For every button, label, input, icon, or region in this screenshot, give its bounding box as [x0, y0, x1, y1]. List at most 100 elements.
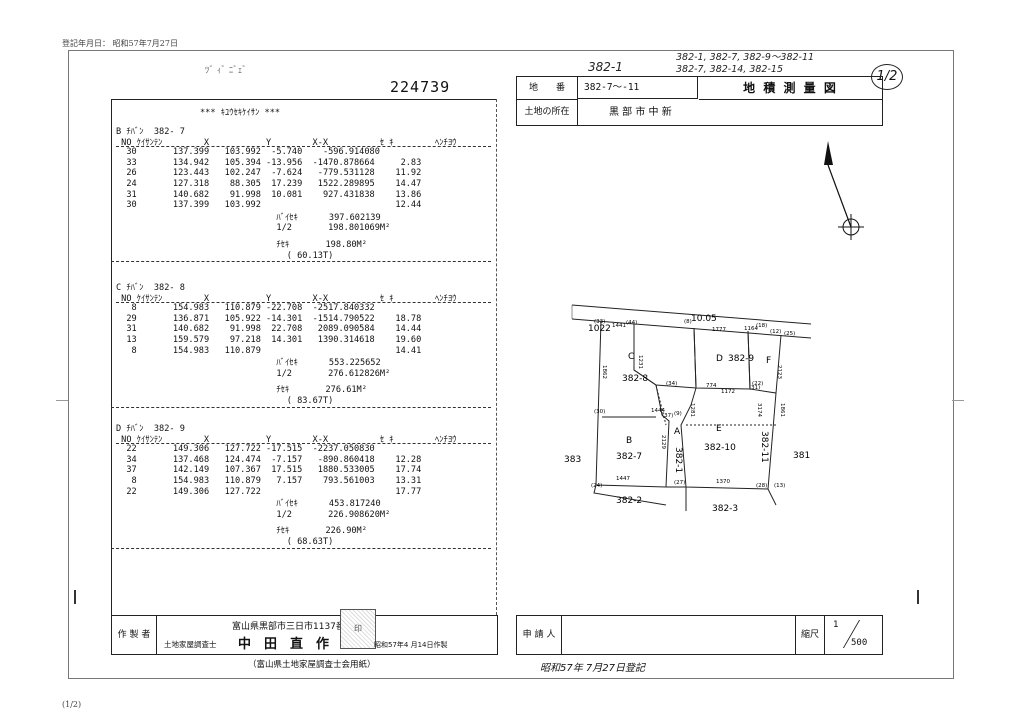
- survey-point-label: (30): [594, 409, 605, 415]
- calc-column-header: NO ｹｲｻﾝﾃﾝ X Y X-X ｾ ｷ ﾍﾝﾁﾖｳ: [116, 434, 457, 445]
- parcel-lot-382-11: 382-11: [759, 431, 769, 463]
- calc-divider: [116, 443, 491, 445]
- parcel-lot-c: 382-8: [622, 374, 648, 384]
- handwritten-lot: 382-1: [588, 60, 623, 74]
- calc-half: 1/2 198.801069M²: [116, 223, 391, 234]
- neighbor-382-2: 382-2: [616, 496, 642, 506]
- parcel-letter-b: B: [626, 436, 632, 446]
- calc-row: 8 154.983 110.879 14.41: [116, 345, 422, 356]
- dimension-label: 1862: [601, 365, 607, 379]
- dimension-label: 3174: [756, 403, 762, 417]
- dimension-label: 1441: [612, 323, 626, 329]
- dimension-label: 1861: [779, 403, 785, 417]
- location-label: 土地の所在: [517, 100, 578, 125]
- surveyor-address: 富山県黒部市三日市1137番地: [232, 622, 354, 632]
- road: [571, 304, 812, 339]
- made-date: 昭和57年4 月14日作製: [374, 641, 448, 649]
- survey-point-label: (25): [784, 331, 795, 337]
- north-arrow: [824, 141, 864, 240]
- calc-column-header: NO ｹｲｻﾝﾃﾝ X Y X-X ｾ ｷ ﾍﾝﾁﾖｳ: [116, 137, 457, 148]
- parcel-lot-a: 382-1: [673, 447, 683, 473]
- calc-row: 31 140.682 91.998 22.708 2089.090584 14.…: [116, 324, 422, 335]
- calc-section-name: C ﾁﾊﾞﾝ 382- 8: [116, 283, 185, 293]
- calc-row: 33 134.942 105.394 -13.956 -1470.878664 …: [116, 157, 422, 168]
- location-value: 黒 部 市 中 新: [609, 107, 672, 118]
- dimension-label: 1370: [716, 479, 730, 485]
- parcel-lines: [593, 320, 782, 511]
- calc-row: 34 137.468 124.474 -7.157 -890.860418 12…: [116, 454, 422, 465]
- parcel-lot-b: 382-7: [616, 452, 642, 462]
- calc-tsubo: ( 60.13T): [116, 250, 334, 261]
- scale-top: 1: [833, 620, 839, 630]
- dimension-label: 1444: [651, 408, 665, 414]
- surveyor-title: 土地家屋調査士: [164, 640, 217, 649]
- calc-section-divider: [111, 261, 491, 263]
- dimension-label: 1281: [689, 403, 695, 417]
- calc-row: 8 154.983 110.879 7.157 793.561003 13.31: [116, 475, 422, 486]
- handwritten-note-line1: 382-1, 382-7, 382-9～382-11: [676, 52, 815, 63]
- right-tick: [952, 400, 964, 401]
- calc-panel: [111, 99, 497, 616]
- calc-half: 1/2 226.908620M²: [116, 509, 391, 520]
- survey-point-label: (13): [774, 483, 785, 489]
- calc-baiseki: ﾊﾞｲｾｷ 553.225652: [116, 358, 381, 369]
- neighbor-1022: 1022: [588, 324, 611, 334]
- calc-section-divider: [111, 406, 491, 408]
- survey-point-label: (34): [666, 381, 677, 387]
- dimension-label: 1172: [721, 389, 735, 395]
- dimension-label: 1447: [616, 476, 630, 482]
- survey-point-label: (24): [591, 483, 602, 489]
- calc-row: 8 154.983 110.879 -22.708 -2517.840332: [116, 303, 375, 314]
- dimension-label: 1777: [712, 327, 726, 333]
- calc-row: 22 149.306 127.722 -17.515 -2237.050830: [116, 444, 375, 455]
- survey-point-label: (44): [626, 320, 637, 326]
- handwritten-note-line2: 382-7, 382-14, 382-15: [676, 64, 783, 75]
- parcel-lot-d: 382-9: [728, 354, 754, 364]
- calc-section: C ﾁﾊﾞﾝ 382- 8 NO ｹｲｻﾝﾃﾝ X Y X-X ｾ ｷ ﾍﾝﾁﾖ…: [111, 283, 491, 408]
- outer-frame: [68, 50, 954, 679]
- parcel-letter-a: A: [674, 427, 681, 437]
- scale-bottom: 500: [851, 638, 868, 648]
- lot-label: 地 番: [517, 77, 578, 100]
- neighbor-381: 381: [793, 451, 810, 461]
- handwritten-note: 382-1, 382-7, 382-9～382-11 382-7, 382-14…: [676, 52, 814, 76]
- calc-section-divider: [111, 547, 491, 549]
- survey-point-label: (12): [770, 329, 781, 335]
- calc-row: 26 123.443 102.247 -7.624 -779.531128 11…: [116, 168, 422, 179]
- calc-tsubo: ( 68.63T): [116, 536, 334, 547]
- survey-point-label: (31): [749, 385, 760, 391]
- calc-row: 22 149.306 127.722 17.77: [116, 486, 422, 497]
- top-scribble: ﾂﾞ ｨﾞ ﾆﾞｪﾞ: [205, 66, 247, 76]
- left-mark: [74, 590, 76, 604]
- survey-map: 1022 383 381 382-2 382-3 10.05 C 382-8 D…: [564, 141, 864, 514]
- calc-section: B ﾁﾊﾞﾝ 382- 7 NO ｹｲｻﾝﾃﾝ X Y X-X ｾ ｷ ﾍﾝﾁﾖ…: [111, 127, 491, 263]
- survey-point-label: (27): [674, 480, 685, 486]
- calc-row: 13 159.579 97.218 14.301 1390.314618 19.…: [116, 334, 422, 345]
- title-box: 地 番 382-7～-11 地 積 測 量 図 土地の所在 黒 部 市 中 新: [516, 76, 883, 126]
- dimension-label: 2123: [776, 365, 782, 379]
- calc-section-name: B ﾁﾊﾞﾝ 382- 7: [116, 127, 185, 137]
- calc-area: ﾁｾｷ 226.90M²: [116, 526, 367, 537]
- right-mark: [917, 590, 919, 604]
- registered-date: 昭和57年 7月27日登記: [540, 663, 645, 674]
- document-number: 224739: [390, 78, 451, 96]
- calc-baiseki: ﾊﾞｲｾｷ 397.602139: [116, 212, 381, 223]
- road-width-label: 10.05: [691, 314, 717, 324]
- calc-section-name: D ﾁﾊﾞﾝ 382- 9: [116, 424, 185, 434]
- neighbor-383: 383: [564, 455, 581, 465]
- calc-row: 30 137.399 103.992 -5.740 -596.914080: [116, 147, 380, 158]
- surveyor-label: 作 製 者: [112, 616, 157, 654]
- sheet-number: 1/2: [871, 64, 903, 90]
- calc-column-header: NO ｹｲｻﾝﾃﾝ X Y X-X ｾ ｷ ﾍﾝﾁﾖｳ: [116, 293, 457, 304]
- dimension-label: 2129: [660, 435, 666, 449]
- calc-tsubo: ( 83.67T): [116, 395, 334, 406]
- calc-half: 1/2 276.612826M²: [116, 368, 391, 379]
- calc-section: D ﾁﾊﾞﾝ 382- 9 NO ｹｲｻﾝﾃﾝ X Y X-X ｾ ｷ ﾍﾝﾁﾖ…: [111, 424, 491, 549]
- scale-label: 縮尺: [795, 616, 825, 654]
- calc-panel-right-edge: [496, 99, 497, 615]
- map-title: 地 積 測 量 図: [699, 77, 882, 100]
- registration-date: 登記年月日： 昭和57年7月27日: [62, 39, 178, 48]
- survey-point-label: (9): [674, 411, 682, 417]
- association-note: （富山県土地家屋調査士会用紙）: [248, 660, 376, 670]
